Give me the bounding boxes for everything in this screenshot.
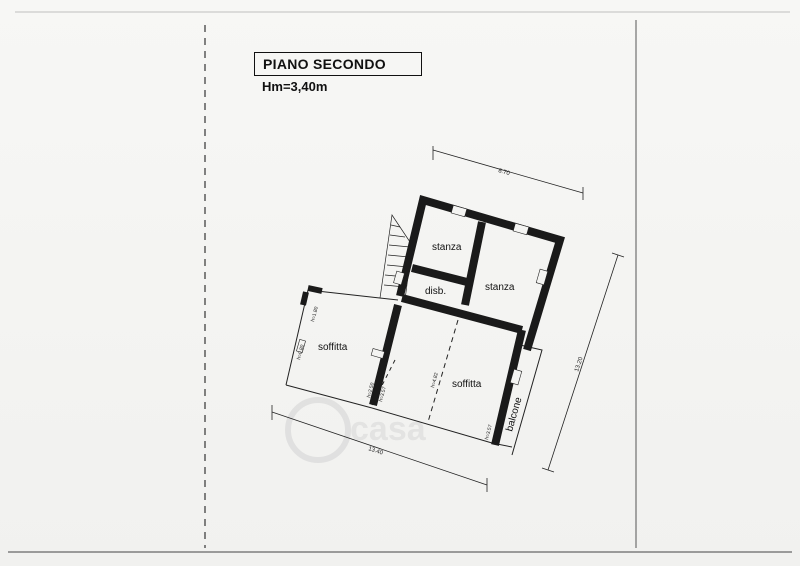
wall-soffitta2-bottom [371,407,493,444]
wall-interior [461,221,486,306]
wall-soffitta-bottom [285,384,373,409]
window [509,368,523,386]
watermark-logo-icon [285,397,351,463]
wall-left-vertical [369,304,402,406]
room-label-soffitta-1: soffitta [318,342,348,353]
door-opening [370,348,385,359]
watermark-text: casa [350,410,427,448]
room-label-disimpegno: disb. [425,286,446,297]
wall-interior [411,264,468,286]
height-note: h=1.80 [310,306,320,323]
floor-title: PIANO SECONDO [254,52,422,76]
window [535,268,549,286]
dimension-line-bottom [271,411,488,486]
height-note: h=4.82 [430,372,440,389]
watermark: casa [285,397,427,463]
height-note: h=0.80 [296,344,306,361]
height-note-header: Hm=3,40m [262,79,328,94]
height-note: h=2.50 [366,382,376,399]
height-note: h=3.57 [484,424,494,441]
dimension-line-right [547,254,619,471]
wall-soffitta-top [307,289,399,301]
wall-upper-block [396,194,565,352]
wall-stub [300,291,309,306]
dimension-tick [611,252,625,258]
room-label-stanza-1: stanza [432,242,462,253]
dimension-tick [541,467,555,473]
door-opening [393,270,405,286]
wall-right-vertical [491,329,526,446]
dimension-bottom-label: 13.40 [367,446,384,457]
height-note: h=3.57 [378,386,388,403]
window [450,204,468,218]
dimension-top-label: 8.70 [497,168,511,177]
dimension-right-label: 13.20 [574,356,585,373]
window [296,339,306,353]
room-label-soffitta-2: soffitta [452,379,482,390]
wall-stub [307,285,323,294]
window [512,222,530,236]
dimension-line-top [432,149,584,194]
wall-soffitta-left [285,289,309,386]
room-label-stanza-2: stanza [485,282,515,293]
dashed-ridge-line [427,319,459,423]
wall-interior [400,294,524,334]
